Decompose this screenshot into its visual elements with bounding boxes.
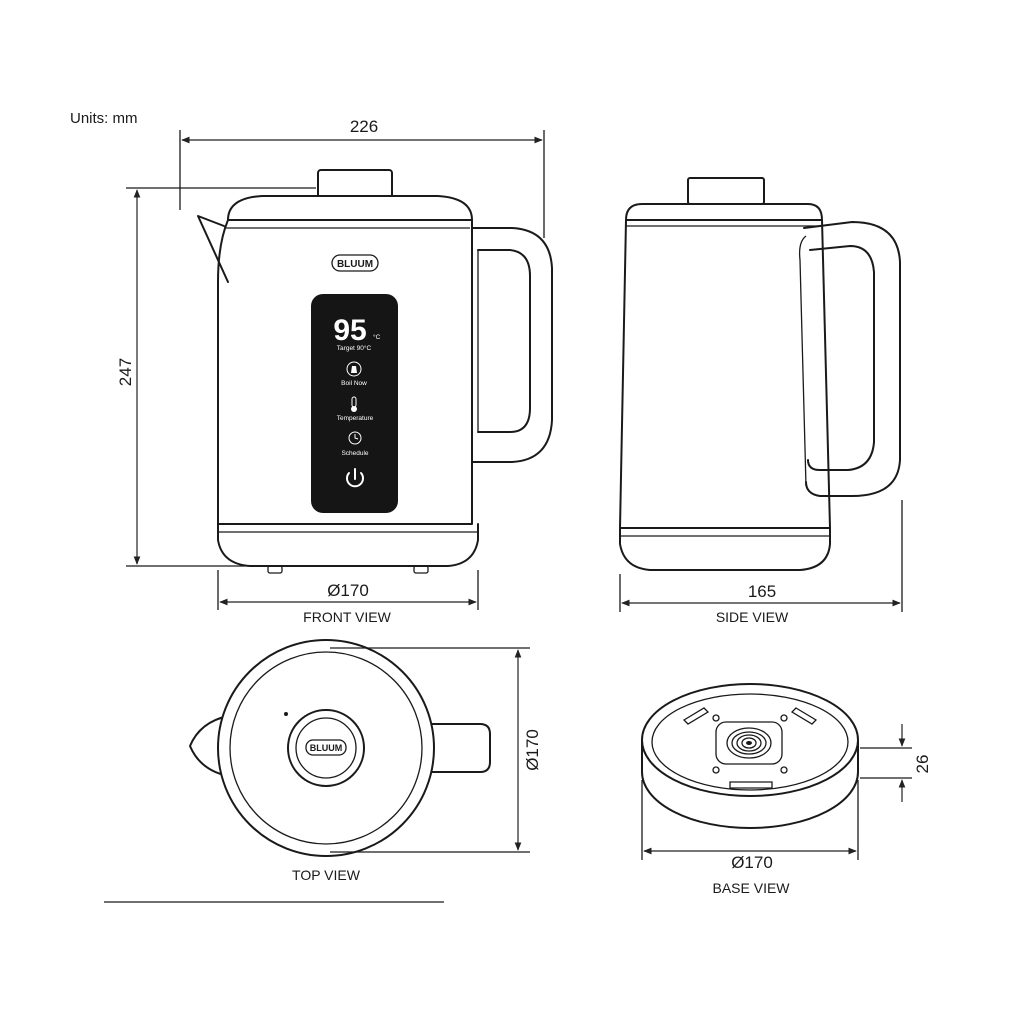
brand-badge (331, 254, 379, 272)
top-view-label: TOP VIEW (292, 867, 361, 883)
dim-base-diameter: Ø170 (731, 853, 773, 872)
base-slot (729, 781, 773, 789)
power-connector (715, 721, 783, 765)
base-top (641, 683, 859, 797)
side-base-ring (619, 527, 831, 571)
side-lid-cap (624, 203, 824, 221)
side-view-label: SIDE VIEW (716, 609, 789, 625)
dim-side-depth: 165 (748, 582, 776, 601)
thermometer-icon (351, 396, 357, 412)
brand-logo: BLUUM (337, 259, 373, 270)
base-ring (217, 523, 479, 567)
power-icon (346, 468, 364, 488)
base-view-label: BASE VIEW (712, 880, 790, 896)
spout (197, 215, 229, 283)
panel-target: Target 90°C (337, 344, 372, 352)
top-lid (287, 709, 365, 787)
dim-top-diameter: Ø170 (523, 729, 542, 771)
base-side (641, 739, 859, 829)
panel-unit: °C (373, 333, 381, 341)
clock-icon (348, 431, 362, 445)
panel-boil-now: Boil Now (341, 380, 367, 387)
front-view-label: FRONT VIEW (303, 609, 391, 625)
top-brand-badge (305, 739, 347, 756)
top-view: BLUUM Ø170 TOP VIEW (104, 639, 542, 903)
top-handle (419, 723, 491, 773)
dim-base-height: 26 (913, 755, 932, 774)
control-panel (311, 294, 398, 513)
side-lid-knob (687, 177, 765, 205)
handle (471, 227, 553, 463)
front-view: BLUUM 95 °C Target 90°C Boil Now Tempera… (116, 117, 553, 625)
top-brand-logo: BLUUM (310, 743, 343, 753)
base-slot (682, 707, 710, 725)
top-spout (189, 715, 229, 777)
side-handle (803, 221, 901, 497)
units-label: Units: mm (70, 110, 138, 127)
side-view: 165 SIDE VIEW (619, 177, 903, 625)
dim-front-width: 226 (350, 117, 378, 136)
dim-front-height: 247 (116, 358, 135, 386)
base-slot (790, 707, 818, 725)
dim-front-base: Ø170 (327, 581, 369, 600)
side-body (619, 219, 831, 529)
panel-temperature-label: Temperature (337, 415, 374, 422)
panel-schedule: Schedule (341, 450, 368, 457)
base-view: 26 Ø170 BASE VIEW (641, 683, 932, 896)
lid-cap (226, 195, 474, 221)
panel-temperature: 95 (333, 314, 366, 347)
kettle-icon (346, 361, 362, 377)
